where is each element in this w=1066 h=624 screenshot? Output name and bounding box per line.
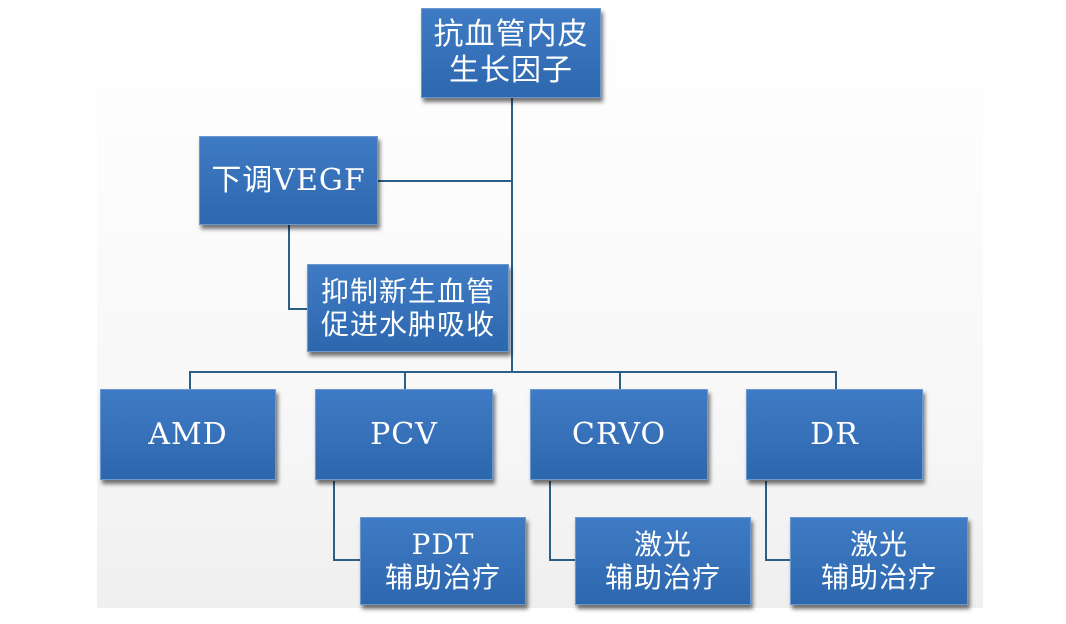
connector-drop-amd (189, 371, 191, 389)
connector-trunk-to-mechanism (377, 180, 513, 182)
connector-pcv-to-pdt (333, 559, 361, 561)
connector-drop-pcv (404, 371, 406, 389)
effect-node-line1: 抑制新生血管 (320, 275, 495, 308)
connector-drop-crvo (619, 371, 621, 389)
mechanism-node-label: 下调VEGF (211, 162, 366, 198)
disease-node-label: AMD (148, 416, 228, 452)
adjunct-node-line2: 辅助治疗 (604, 561, 721, 594)
adjunct-node-line2: 辅助治疗 (384, 561, 501, 594)
connector-dr-to-laser (765, 559, 791, 561)
disease-node-amd: AMD (100, 389, 276, 480)
root-node: 抗血管内皮 生长因子 (421, 8, 601, 98)
background-panel (97, 8, 983, 608)
disease-node-label: DR (810, 416, 859, 452)
root-node-line1: 抗血管内皮 (433, 17, 589, 52)
connector-horizontal-bar (189, 371, 837, 373)
disease-node-label: CRVO (571, 416, 667, 452)
adjunct-node-laser-dr: 激光 辅助治疗 (790, 517, 968, 605)
connector-dr-down (765, 481, 767, 561)
adjunct-node-line2: 辅助治疗 (820, 561, 937, 594)
adjunct-node-pdt: PDT 辅助治疗 (360, 517, 526, 605)
connector-root-trunk (511, 98, 513, 372)
disease-node-dr: DR (746, 389, 923, 480)
disease-node-pcv: PCV (315, 389, 493, 480)
root-node-line2: 生长因子 (449, 53, 573, 88)
adjunct-node-line1: 激光 (633, 528, 692, 561)
adjunct-node-line1: PDT (411, 528, 475, 561)
connector-mechanism-to-effect (288, 308, 308, 310)
effect-node-line2: 促进水肿吸收 (320, 308, 495, 341)
connector-crvo-to-laser (549, 559, 576, 561)
connector-mechanism-down (288, 224, 290, 310)
connector-pcv-down (333, 481, 335, 561)
adjunct-node-laser-crvo: 激光 辅助治疗 (575, 517, 751, 605)
effect-node: 抑制新生血管 促进水肿吸收 (307, 264, 509, 352)
connector-crvo-down (549, 481, 551, 561)
disease-node-label: PCV (370, 416, 438, 452)
adjunct-node-line1: 激光 (849, 528, 908, 561)
connector-drop-dr (835, 371, 837, 389)
mechanism-node: 下调VEGF (199, 136, 378, 225)
disease-node-crvo: CRVO (530, 389, 708, 480)
